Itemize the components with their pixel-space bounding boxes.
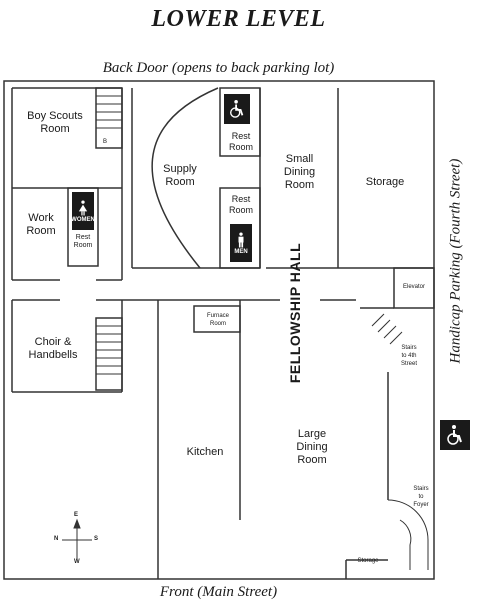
stairs-to-4th-street: Stairs to 4th Street — [392, 344, 426, 368]
room-label: Stairs — [413, 486, 429, 492]
stairs-to-foyer: Stairs to Foyer — [404, 485, 438, 509]
room-label: Room — [228, 142, 253, 152]
men-sign: MEN — [230, 224, 252, 262]
elevator: Elevator — [402, 284, 425, 290]
small-storage: Storage — [357, 558, 379, 564]
room-label: Rest — [75, 234, 91, 241]
room-label: Room — [228, 205, 253, 215]
storage-room: Storage — [365, 176, 405, 188]
large-dining-room: Large Dining Room — [282, 428, 342, 467]
wheelchair-sign — [224, 94, 250, 124]
kitchen: Kitchen — [186, 446, 224, 458]
room-label: Small — [285, 153, 314, 165]
room-label: Room — [26, 225, 56, 237]
room-label: Stairs — [401, 345, 417, 351]
room-label: Room — [284, 179, 315, 191]
choir-handbells-room: Choir & Handbells — [18, 336, 88, 362]
map-title: LOWER LEVEL — [151, 6, 326, 32]
woman-icon — [78, 200, 88, 215]
room-label: Street — [400, 361, 417, 367]
room-label: Room — [165, 176, 195, 188]
front-label: Front (Main Street) — [159, 584, 278, 600]
compass-south: S — [94, 536, 99, 542]
room-label: Large — [297, 428, 327, 440]
compass-west: W — [74, 559, 80, 565]
room-label: Dining — [296, 441, 328, 453]
wheelchair-icon — [230, 100, 244, 118]
handicap-parking-sign — [440, 420, 470, 450]
compass-north: N — [54, 536, 59, 542]
back-door-label: Back Door (opens to back parking lot) — [102, 60, 335, 76]
room-label: Room — [40, 123, 70, 135]
room-label: Supply — [163, 163, 197, 175]
accessible-rest-room: Rest Room — [222, 131, 260, 153]
room-label: Room — [297, 454, 327, 466]
room-label: to 4th — [401, 353, 417, 359]
room-label: Boy Scouts — [27, 110, 83, 122]
room-label: Handbells — [28, 349, 78, 361]
small-dining-room: Small Dining Room — [272, 153, 327, 192]
room-label: Choir & — [34, 336, 72, 348]
supply-room: Supply Room — [150, 163, 210, 189]
room-label: Room — [209, 321, 226, 327]
room-label: Furnace — [206, 313, 229, 319]
men-sign-label: MEN — [234, 248, 248, 255]
women-sign-label: WOMEN — [71, 216, 95, 223]
wheelchair-icon — [447, 425, 462, 445]
boy-scouts-room: Boy Scouts Room — [20, 110, 90, 136]
furnace-room: Furnace Room — [196, 312, 240, 328]
room-label: Rest — [231, 131, 251, 141]
fellowship-hall: FELLOWSHIP HALL — [287, 242, 304, 384]
room-label: to — [418, 494, 424, 500]
compass-east: E — [74, 512, 79, 518]
room-label: Dining — [283, 166, 316, 178]
women-sign: WOMEN — [71, 192, 95, 230]
stair-marker: B — [102, 139, 107, 145]
room-label: Rest — [231, 194, 251, 204]
women-rest-room: Rest Room — [68, 234, 98, 250]
room-label: Foyer — [413, 502, 429, 508]
man-icon — [238, 232, 244, 247]
room-label: Work — [28, 212, 54, 224]
men-rest-room: Rest Room — [222, 194, 260, 216]
room-label: Room — [73, 242, 93, 249]
outer-wall — [3, 80, 435, 580]
work-room: Work Room — [16, 212, 66, 238]
